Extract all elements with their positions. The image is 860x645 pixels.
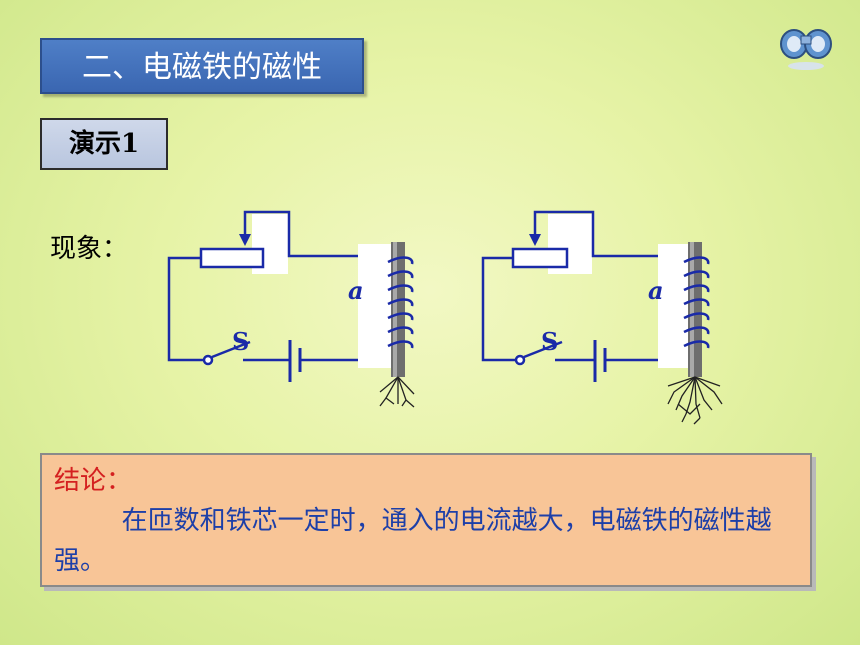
attracted-pins — [667, 376, 723, 425]
switch-label-left: S — [232, 327, 249, 356]
attracted-pins — [379, 376, 415, 408]
binoculars-icon — [780, 29, 832, 70]
demo-label: 演示1 — [40, 118, 168, 170]
phenomenon-label: 现象： — [50, 234, 129, 264]
electromagnet-left — [358, 242, 415, 408]
circuit-right — [481, 210, 668, 382]
switch-label-right: S — [541, 327, 558, 356]
conclusion-box: 结论： 在匝数和铁芯一定时，通入的电流越大，电磁铁的磁性越强。 — [40, 453, 812, 587]
rheostat — [511, 247, 569, 269]
circuit-left — [167, 210, 370, 382]
electromagnet-right — [658, 242, 723, 425]
conclusion-heading: 结论： — [54, 466, 133, 496]
switch-pivot — [202, 354, 214, 366]
slide-title: 二、电磁铁的磁性 — [40, 38, 364, 94]
point-a-left: a — [348, 276, 364, 305]
conclusion-text: 在匝数和铁芯一定时，通入的电流越大，电磁铁的磁性越强。 — [54, 506, 772, 576]
rheostat — [199, 247, 265, 269]
switch-pivot — [514, 354, 526, 366]
point-a-right: a — [648, 276, 664, 305]
